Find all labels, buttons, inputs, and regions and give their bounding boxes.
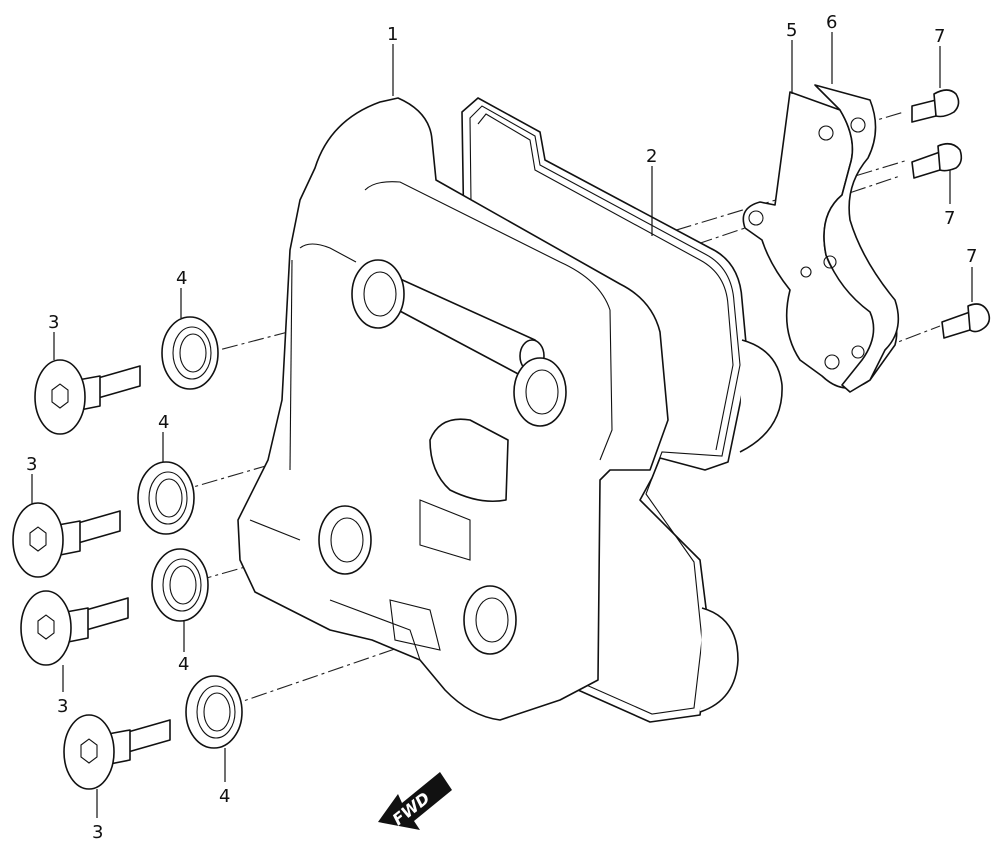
label-part-7-c: 7 bbox=[966, 246, 977, 267]
label-part-3-a: 3 bbox=[48, 312, 59, 333]
bolt-boss-bottom-right bbox=[463, 585, 517, 655]
washer-4-a bbox=[161, 316, 219, 390]
bolt-boss-top-left bbox=[351, 259, 405, 329]
label-part-3-d: 3 bbox=[92, 822, 103, 843]
washer-4-b bbox=[137, 461, 195, 535]
label-part-7-b: 7 bbox=[944, 208, 955, 229]
bolt-3-b bbox=[12, 502, 121, 578]
label-part-3-c: 3 bbox=[57, 696, 68, 717]
bolt-boss-bottom-left bbox=[318, 505, 372, 575]
leader-lines bbox=[31, 32, 973, 818]
bolt-7-bottom bbox=[941, 303, 991, 339]
part-labels: 1 2 3 3 3 3 4 4 4 4 5 6 7 7 7 bbox=[26, 12, 977, 843]
bolt-3-a bbox=[34, 359, 141, 435]
label-part-2: 2 bbox=[646, 146, 657, 167]
label-part-5: 5 bbox=[786, 20, 797, 41]
bolt-3-c bbox=[20, 590, 129, 666]
label-part-4-a: 4 bbox=[176, 268, 187, 289]
label-part-7-a: 7 bbox=[934, 26, 945, 47]
label-part-6: 6 bbox=[826, 12, 837, 33]
bolt-7-top bbox=[911, 89, 960, 123]
washer-4-c bbox=[151, 548, 209, 622]
washer-4-d bbox=[185, 675, 243, 749]
bolt-boss-top-right bbox=[513, 357, 567, 427]
side-cover-plate-6 bbox=[814, 84, 900, 393]
label-part-3-b: 3 bbox=[26, 454, 37, 475]
label-part-1: 1 bbox=[387, 24, 398, 45]
label-part-4-b: 4 bbox=[158, 412, 169, 433]
forward-direction-arrow: FWD bbox=[378, 772, 452, 830]
label-part-4-d: 4 bbox=[219, 786, 230, 807]
bolt-7-middle bbox=[911, 142, 963, 179]
label-part-4-c: 4 bbox=[178, 654, 189, 675]
cylinder-head-cover bbox=[237, 97, 783, 721]
bolt-3-d bbox=[63, 714, 171, 790]
